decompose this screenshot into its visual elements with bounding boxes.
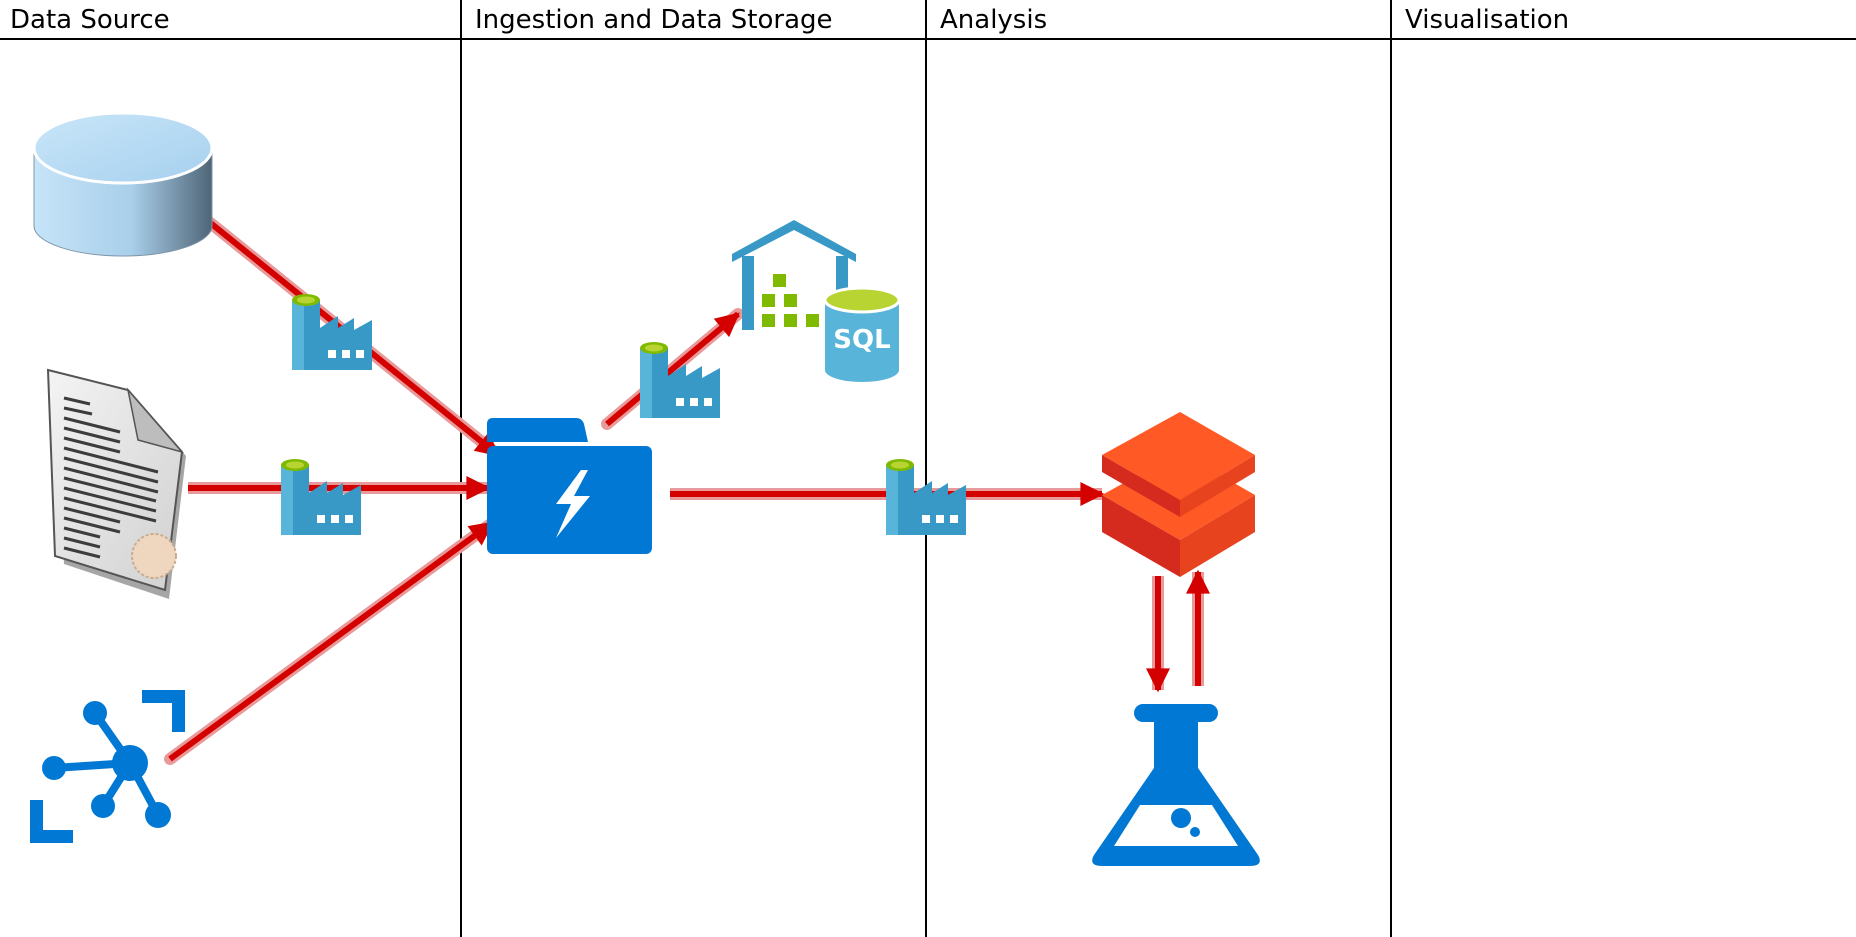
header-divider — [0, 38, 1856, 40]
data-factory-icon-4 — [886, 459, 966, 535]
sql-label: SQL — [833, 325, 890, 355]
lane-divider-2 — [925, 0, 927, 937]
data-factory-icon-3 — [640, 342, 720, 418]
lane-divider-1 — [460, 0, 462, 937]
lane-header-visualisation: Visualisation — [1405, 5, 1570, 35]
iot-hub-icon — [30, 690, 185, 843]
lane-header-analysis: Analysis — [940, 5, 1048, 35]
sql-data-warehouse-icon: SQL — [732, 220, 901, 382]
database-icon — [32, 111, 214, 257]
machine-learning-flask-icon — [1092, 704, 1260, 866]
data-factory-icon-2 — [281, 459, 361, 535]
lane-header-data-source: Data Source — [10, 5, 170, 35]
arrow-iot-to-lake — [164, 517, 498, 765]
data-lake-storage-icon — [487, 418, 652, 554]
arrow-lake-to-warehouse — [601, 308, 744, 430]
data-factory-icon-1 — [292, 294, 372, 370]
lane-divider-3 — [1390, 0, 1392, 937]
certificate-document-icon — [46, 368, 186, 599]
lane-header-ingestion-storage: Ingestion and Data Storage — [475, 5, 833, 35]
databricks-icon — [1102, 412, 1255, 577]
